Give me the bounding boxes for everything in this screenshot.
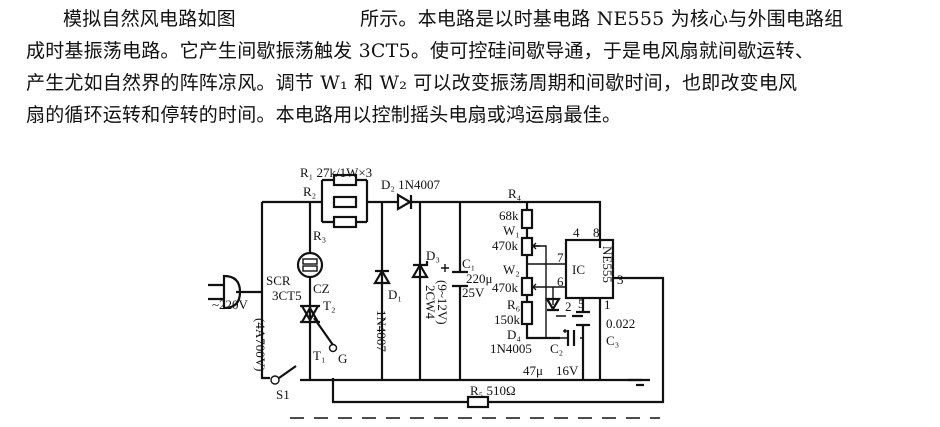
label-r3: R₃ xyxy=(313,228,326,243)
label-d4: D₄ xyxy=(507,327,521,342)
resistor-r6-icon xyxy=(520,300,534,326)
paragraph-line-1b: 所示。本电路是以时基电路 NE555 为核心与外围电路组 xyxy=(360,8,844,30)
label-c1-val: 220μ xyxy=(466,271,493,286)
label-pin8: 8 xyxy=(593,225,600,240)
label-pin1: 1 xyxy=(604,297,611,312)
resistor-r4-icon xyxy=(520,208,534,230)
label-d3-range: (9~12V) xyxy=(435,280,450,325)
label-switch-rating: (4A700V) xyxy=(253,318,268,371)
label-pin4: 4 xyxy=(573,225,580,240)
label-r5: R₅ 510Ω xyxy=(470,383,516,398)
label-g: G xyxy=(338,351,347,366)
label-w2: W₂ xyxy=(503,262,520,277)
label-c3: C₃ xyxy=(606,333,619,348)
potentiometer-w2-icon xyxy=(520,276,537,297)
resistor-bank-icon xyxy=(320,173,369,229)
triac-scr-icon xyxy=(300,304,338,353)
label-c3-val: 0.022 xyxy=(606,316,635,331)
ic-ne555 xyxy=(564,238,615,300)
label-c2: C₂ xyxy=(550,341,563,356)
label-d2: D₂ 1N4007 xyxy=(381,177,441,192)
label-cz: CZ xyxy=(313,281,330,296)
label-pin3: 3 xyxy=(617,272,624,287)
socket-cz-icon xyxy=(296,251,324,279)
label-w2-val: 470k xyxy=(492,280,519,295)
label-d4-type: 1N4005 xyxy=(490,341,532,356)
paragraph-line-1a: 模拟自然风电路如图 xyxy=(63,8,236,30)
diode-d4-icon xyxy=(545,297,561,312)
diode-d2-icon xyxy=(396,193,413,211)
label-pin5: 5 xyxy=(578,296,585,311)
zener-d3-icon xyxy=(411,261,429,279)
label-w1-val: 470k xyxy=(492,238,519,253)
diode-d1-icon xyxy=(373,268,391,285)
label-r6: R₆ xyxy=(507,297,520,312)
label-r6-val: 150k xyxy=(494,312,521,327)
label-r1: R₁ 27k/1W×3 xyxy=(300,165,372,180)
mains-plug-icon xyxy=(208,274,242,310)
label-r2: R₂ xyxy=(303,184,316,199)
capacitor-c1-icon xyxy=(441,264,468,288)
label-d3: D₃ xyxy=(426,248,440,263)
label-mains: ~220V xyxy=(212,297,249,312)
label-c1-v: 25V xyxy=(462,285,485,300)
label-r4-val: 68k xyxy=(499,208,519,223)
label-c2-val: 47μ xyxy=(523,363,543,378)
label-c2-v: 16V xyxy=(556,363,579,378)
label-w1: W₁ xyxy=(503,223,520,238)
paragraph-line-4: 扇的循环运转和停转的时间。本电路用以控制摇头电扇或鸿运扇最佳。 xyxy=(26,104,622,126)
label-s1: S1 xyxy=(276,387,290,402)
label-c1: C₁ xyxy=(462,256,475,271)
label-d3-type: 2CW4 xyxy=(423,285,438,319)
label-r4: R₄ xyxy=(508,186,522,201)
capacitor-c3-icon xyxy=(576,310,590,327)
label-t1: T₁ xyxy=(313,348,325,363)
label-t2: T₂ xyxy=(323,298,335,313)
switch-s1-icon xyxy=(270,365,297,385)
paragraph-line-2: 成时基振荡电路。它产生间歇振荡触发 3CT5。使可控硅间歇导通，于是电风扇就间歇… xyxy=(26,40,815,62)
label-pin7: 7 xyxy=(557,250,564,265)
label-scr-type: 3CT5 xyxy=(272,288,302,303)
label-d1-type: 1N4007 xyxy=(374,310,389,352)
label-pin6: 6 xyxy=(557,274,564,289)
potentiometer-w1-icon xyxy=(520,236,540,257)
label-pin2: 2 xyxy=(565,299,572,314)
capacitor-c2-icon xyxy=(563,329,576,346)
label-ic: IC xyxy=(572,262,585,277)
resistor-r5-icon xyxy=(466,395,490,409)
paragraph-line-3: 产生尤如自然界的阵阵凉风。调节 W₁ 和 W₂ 可以改变振荡周期和间歇时间，也即… xyxy=(26,72,798,94)
label-scr: SCR xyxy=(266,273,291,288)
label-ic-type: NE555 xyxy=(600,246,615,283)
label-d1: D₁ xyxy=(388,287,402,302)
